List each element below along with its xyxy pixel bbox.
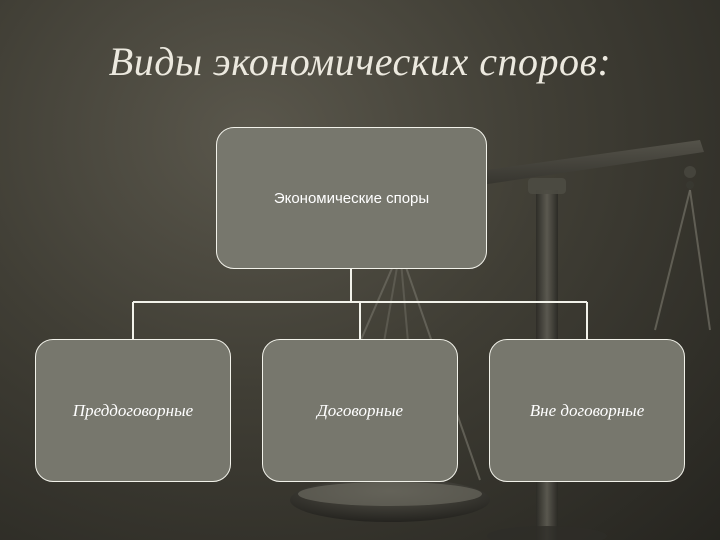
root-node: Экономические споры: [216, 127, 487, 269]
child-node-contract: Договорные: [262, 339, 458, 482]
slide-title: Виды экономических споров:: [108, 39, 612, 84]
child-node-non-contract: Вне договорные: [489, 339, 685, 482]
child-node-label: Договорные: [316, 400, 404, 420]
child-node-label: Вне договорные: [529, 400, 645, 420]
root-node-label: Экономические споры: [273, 189, 430, 207]
child-node-label: Преддоговорные: [72, 400, 194, 420]
child-node-pre-contract: Преддоговорные: [35, 339, 231, 482]
